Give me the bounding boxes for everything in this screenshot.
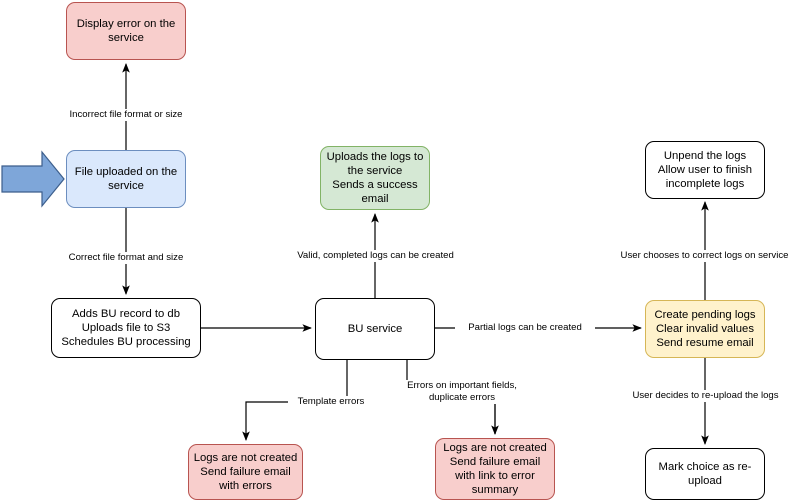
node-logs-not-created-fields[interactable]: Logs are not created Send failure email … xyxy=(435,438,555,500)
node-file-uploaded[interactable]: File uploaded on the service xyxy=(66,150,186,208)
edge-label-correct-format: Correct file format and size xyxy=(46,252,206,264)
node-mark-reupload[interactable]: Mark choice as re- upload xyxy=(645,448,765,500)
node-adds-bu-record[interactable]: Adds BU record to db Uploads file to S3 … xyxy=(51,298,201,358)
node-display-error[interactable]: Display error on the service xyxy=(66,2,186,60)
node-create-pending-logs-label: Create pending logs Clear invalid values… xyxy=(654,308,756,350)
edge-label-user-corrects: User chooses to correct logs on service xyxy=(608,250,801,262)
external-input-arrow xyxy=(1,150,65,208)
node-unpend-logs-label: Unpend the logs Allow user to finish inc… xyxy=(657,149,753,191)
node-bu-service-label: BU service xyxy=(347,322,403,335)
node-file-uploaded-label: File uploaded on the service xyxy=(74,165,178,192)
node-adds-bu-record-label: Adds BU record to db Uploads file to S3 … xyxy=(61,307,191,349)
edge-label-valid-completed: Valid, completed logs can be created xyxy=(273,250,478,262)
node-uploads-logs[interactable]: Uploads the logs to the service Sends a … xyxy=(320,146,430,210)
node-logs-not-created-template-label: Logs are not created Send failure email … xyxy=(193,451,298,493)
edge-label-user-reupload: User decides to re-upload the logs xyxy=(618,390,793,402)
edge-label-partial-logs: Partial logs can be created xyxy=(455,322,595,334)
edge-label-important-fields: Errors on important fields, duplicate er… xyxy=(392,380,532,404)
edge-label-incorrect-format: Incorrect file format or size xyxy=(46,109,206,121)
node-logs-not-created-fields-label: Logs are not created Send failure email … xyxy=(443,441,547,497)
node-mark-reupload-label: Mark choice as re- upload xyxy=(658,460,752,487)
node-bu-service[interactable]: BU service xyxy=(315,298,435,360)
node-unpend-logs[interactable]: Unpend the logs Allow user to finish inc… xyxy=(645,141,765,199)
edge-label-template-errors: Template errors xyxy=(288,396,374,408)
node-uploads-logs-label: Uploads the logs to the service Sends a … xyxy=(326,150,424,206)
node-logs-not-created-template[interactable]: Logs are not created Send failure email … xyxy=(188,444,303,500)
node-create-pending-logs[interactable]: Create pending logs Clear invalid values… xyxy=(645,300,765,358)
node-display-error-label: Display error on the service xyxy=(76,17,176,44)
